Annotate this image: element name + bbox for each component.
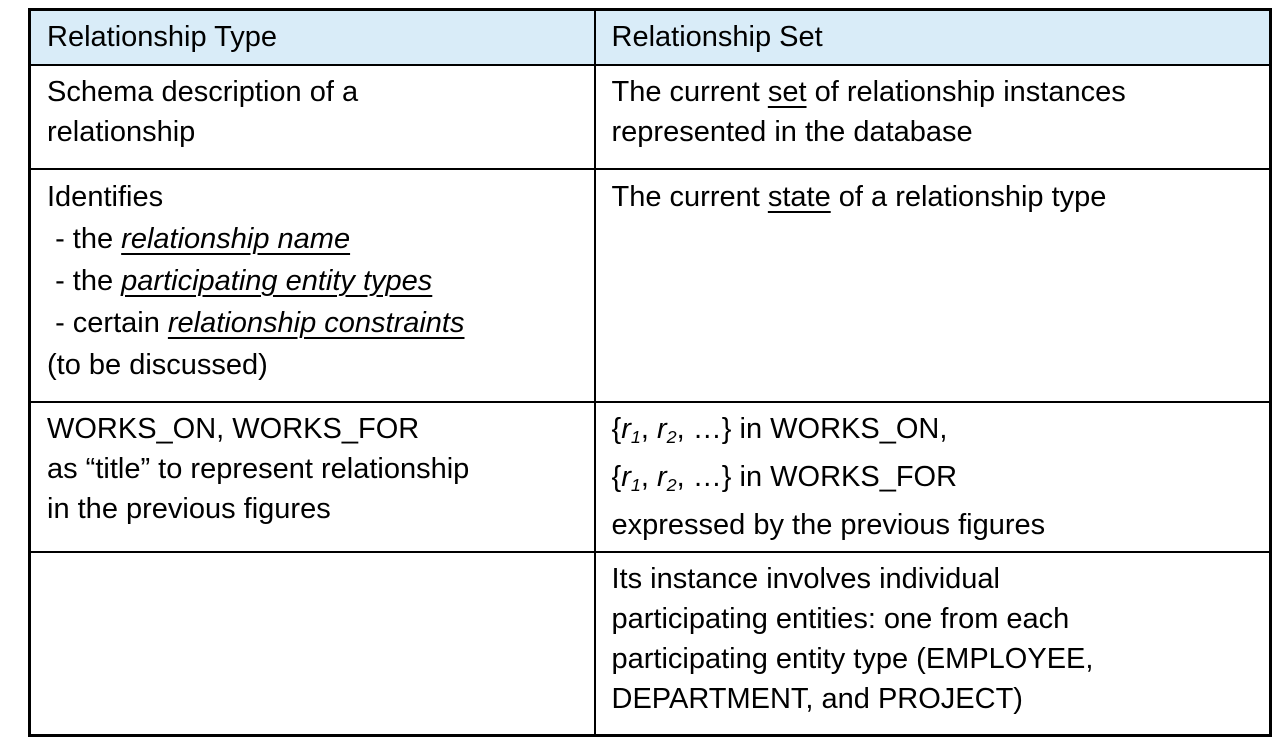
text-line: as “title” to represent relationship <box>47 449 582 489</box>
text-line: represented in the database <box>612 112 1258 152</box>
text-segment: { <box>611 460 622 493</box>
text-line: {r1, r2, …} in WORKS_ON, <box>612 409 1258 457</box>
text-segment: The current <box>611 180 768 213</box>
text-line: - the participating entity types <box>47 260 582 302</box>
table-cell-right: The current set of relationship instance… <box>593 63 1272 170</box>
text-segment: - the <box>47 222 122 255</box>
text-segment: DEPARTMENT, and PROJECT) <box>611 682 1023 715</box>
text-line: in the previous figures <box>47 489 582 529</box>
text-segment: WORKS_ON, WORKS_FOR <box>47 412 420 445</box>
text-segment: of relationship instances <box>806 75 1126 108</box>
text-line: Its instance involves individual <box>612 559 1258 599</box>
text-segment: 2 <box>666 474 677 495</box>
text-segment: (to be discussed) <box>47 348 268 381</box>
text-segment: r <box>621 412 631 445</box>
text-segment: r <box>656 460 667 493</box>
text-line: {r1, r2, …} in WORKS_FOR <box>612 457 1258 505</box>
text-line: participating entities: one from each <box>612 599 1258 639</box>
text-segment: - the <box>47 264 122 297</box>
text-segment: 1 <box>630 474 641 495</box>
table-cell-right: {r1, r2, …} in WORKS_ON,{r1, r2, …} in W… <box>593 400 1272 553</box>
text-segment: r <box>656 412 667 445</box>
table-cell-left: Identifies - the relationship name - the… <box>28 167 596 403</box>
column-header-relationship-type: Relationship Type <box>28 8 596 66</box>
text-segment: Identifies <box>47 180 164 213</box>
text-line: relationship <box>47 112 582 152</box>
text-line: - certain relationship constraints <box>47 302 582 344</box>
text-segment: , <box>640 412 657 445</box>
text-segment: represented in the database <box>611 115 973 148</box>
text-segment: relationship name <box>121 222 351 255</box>
text-segment: set <box>767 75 807 108</box>
text-line: DEPARTMENT, and PROJECT) <box>612 679 1258 719</box>
text-segment: of a relationship type <box>830 180 1107 213</box>
text-line: WORKS_ON, WORKS_FOR <box>47 409 582 449</box>
text-segment: 2 <box>666 426 677 447</box>
text-segment: participating entity types <box>121 264 433 297</box>
text-segment: in the previous figures <box>47 492 331 525</box>
text-line: expressed by the previous figures <box>612 505 1258 545</box>
table-header-row: Relationship Type Relationship Set <box>28 8 1272 66</box>
text-segment: , …} in WORKS_FOR <box>676 460 958 493</box>
table-cell-left <box>28 550 596 737</box>
table-cell-left: Schema description of a relationship <box>28 63 596 170</box>
text-segment: Schema description of a <box>47 75 359 108</box>
table-header: Relationship Type Relationship Set <box>28 8 1272 66</box>
text-segment: - certain <box>47 306 168 339</box>
text-segment: , …} in WORKS_ON, <box>676 412 948 445</box>
table-row: Identifies - the relationship name - the… <box>28 167 1272 403</box>
text-segment: as “title” to represent relationship <box>47 452 470 485</box>
text-segment: participating entity type (EMPLOYEE, <box>611 642 1094 675</box>
text-line: Identifies <box>47 176 582 218</box>
text-segment: participating entities: one from each <box>611 602 1070 635</box>
text-line: Schema description of a <box>47 72 582 112</box>
column-header-relationship-set: Relationship Set <box>593 8 1272 66</box>
text-segment: relationship <box>47 115 196 148</box>
text-segment: r <box>621 460 631 493</box>
text-segment: { <box>611 412 622 445</box>
text-line: - the relationship name <box>47 218 582 260</box>
text-segment: The current <box>611 75 768 108</box>
text-line: The current state of a relationship type <box>612 176 1258 218</box>
text-segment: relationship constraints <box>167 306 465 339</box>
relationship-comparison-table: Relationship Type Relationship Set Schem… <box>28 8 1272 738</box>
text-line: The current set of relationship instance… <box>612 72 1258 112</box>
text-segment: Its instance involves individual <box>611 562 1000 595</box>
text-segment: , <box>640 460 657 493</box>
text-line: (to be discussed) <box>47 344 582 386</box>
table-cell-right: The current state of a relationship type <box>593 167 1272 403</box>
table-row: Its instance involves individual particip… <box>28 550 1272 737</box>
text-segment: expressed by the previous figures <box>611 508 1046 541</box>
text-segment: state <box>767 180 831 213</box>
text-line: participating entity type (EMPLOYEE, <box>612 639 1258 679</box>
text-segment: 1 <box>630 426 641 447</box>
table-row: Schema description of a relationship The c… <box>28 63 1272 170</box>
table-cell-right: Its instance involves individual particip… <box>593 550 1272 737</box>
